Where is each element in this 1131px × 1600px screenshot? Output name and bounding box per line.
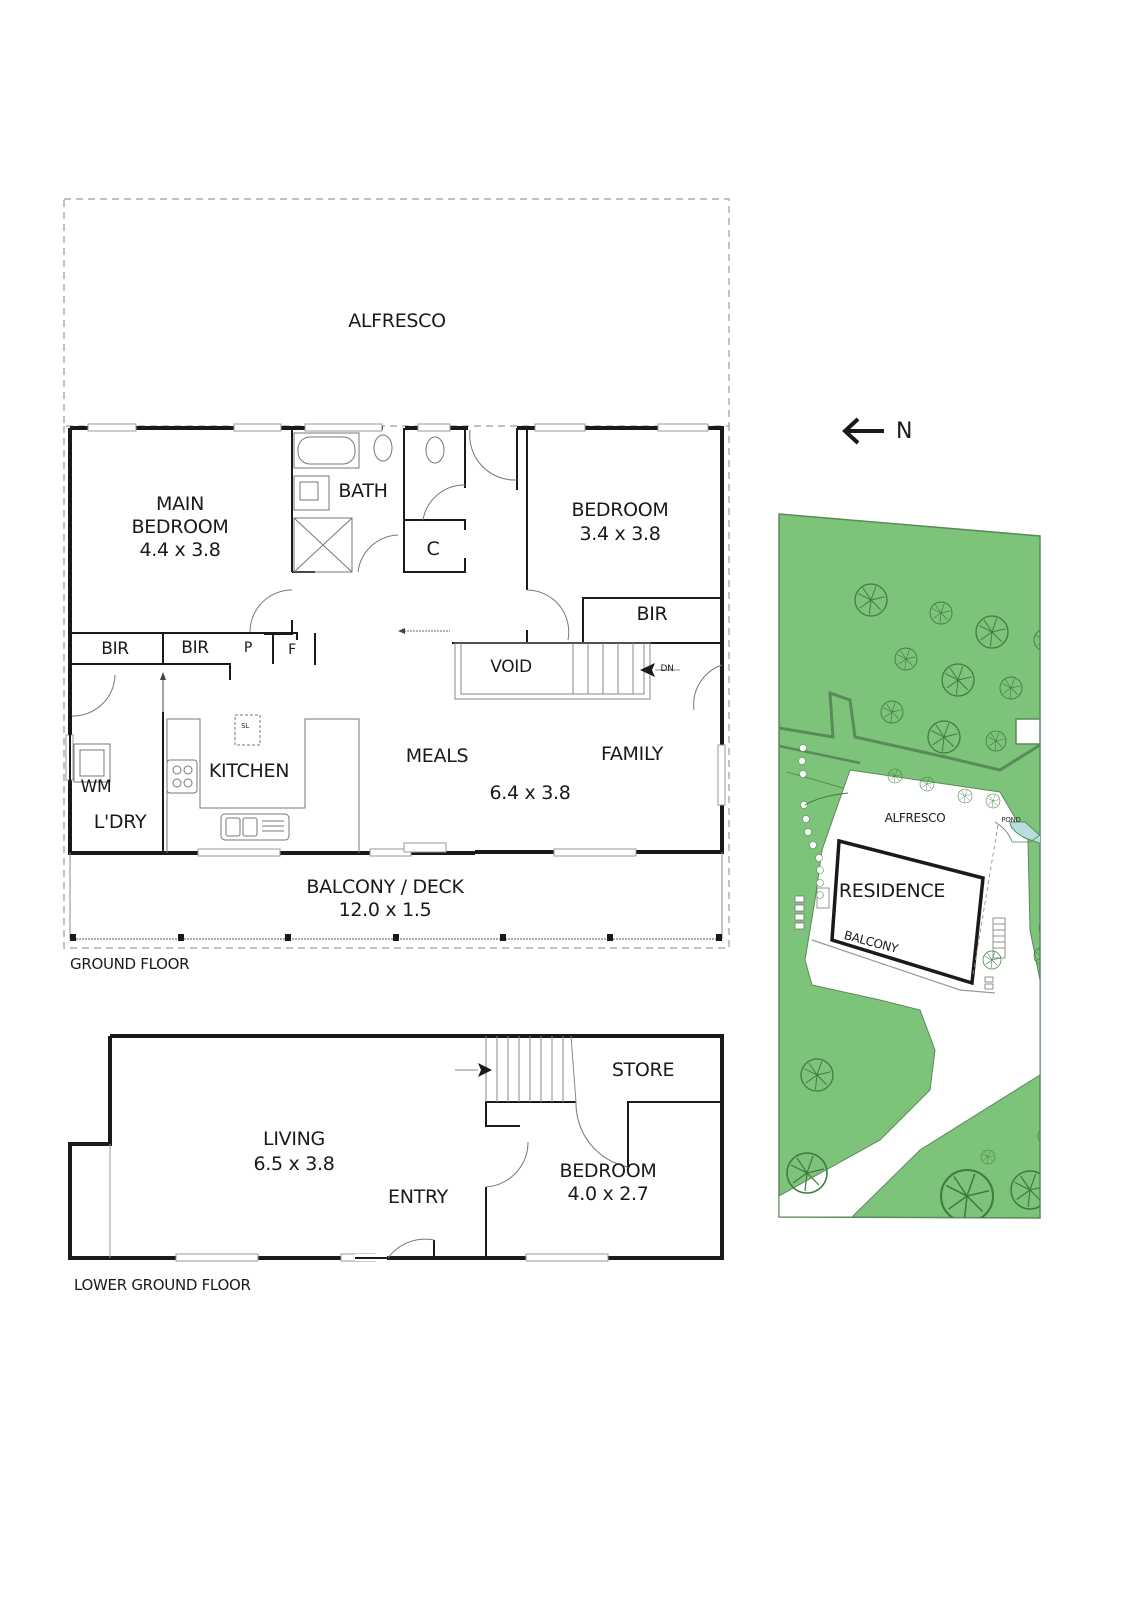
lower-ground-floor-title: LOWER GROUND FLOOR [74, 1276, 251, 1294]
room-label-bir-bedroom: BIR [636, 603, 668, 625]
room-label-main-bedroom-1: MAIN [155, 493, 204, 515]
room-label-balcony: BALCONY / DECK [306, 876, 464, 898]
room-label-main-bedroom-2: BEDROOM [131, 516, 229, 538]
stairs-up-arrow-icon [478, 1063, 492, 1077]
room-label-laundry: L'DRY [93, 811, 147, 833]
site-plan [778, 513, 1041, 1219]
room-label-pantry: P [243, 640, 253, 656]
stairs-down-arrow-icon [640, 663, 655, 677]
ground-floor-title: GROUND FLOOR [70, 955, 190, 973]
room-label-alfresco: ALFRESCO [348, 310, 446, 332]
alfresco-outline [63, 198, 730, 427]
ground-floor-plan [63, 198, 730, 949]
stairs-down-label: DN [660, 664, 674, 674]
room-label-store: STORE [611, 1059, 675, 1081]
room-label-fridge: F [288, 642, 296, 658]
room-dims-meals-family: 6.4 x 3.8 [489, 782, 571, 804]
room-label-bir-2: BIR [181, 638, 209, 658]
stepping-stones [798, 744, 824, 899]
balcony-outline [63, 426, 730, 949]
north-label: N [896, 418, 913, 444]
room-label-lower-bedroom: BEDROOM [559, 1160, 657, 1182]
door-swings [71, 429, 723, 717]
room-label-meals: MEALS [405, 745, 469, 767]
room-label-bedroom: BEDROOM [571, 499, 669, 521]
kitchen-joinery [73, 714, 360, 853]
interior-walls [69, 428, 722, 853]
north-compass: N [840, 416, 912, 446]
north-arrow-icon [842, 417, 884, 445]
room-label-bir-1: BIR [101, 639, 129, 659]
site-label-alfresco: ALFRESCO [884, 811, 946, 825]
washing-machine-label: WM [80, 777, 112, 797]
room-label-family: FAMILY [600, 743, 664, 765]
room-label-bath: BATH [338, 480, 388, 502]
windows-top [87, 423, 709, 432]
room-dims-bedroom: 3.4 x 3.8 [579, 523, 661, 545]
residence-outline [830, 838, 985, 986]
windows-bottom [197, 842, 637, 857]
lower-stairs [455, 1035, 577, 1103]
site-label-pond: POND [1001, 816, 1021, 824]
room-dims-lower-bedroom: 4.0 x 2.7 [567, 1183, 649, 1205]
room-dims-living: 6.5 x 3.8 [253, 1153, 335, 1175]
site-label-residence: RESIDENCE [838, 880, 946, 902]
room-dims-balcony: 12.0 x 1.5 [338, 899, 432, 921]
room-label-void: VOID [490, 657, 532, 677]
room-dims-main-bedroom: 4.4 x 3.8 [139, 539, 221, 561]
exterior-walls [68, 426, 724, 855]
lower-ground-floor-plan [68, 1034, 724, 1262]
pond [1009, 821, 1040, 846]
room-label-wc: C [426, 538, 440, 560]
balcony-posts [70, 934, 722, 941]
room-label-entry: ENTRY [388, 1186, 448, 1208]
room-label-living: LIVING [263, 1128, 325, 1150]
bath-fixtures [293, 432, 445, 573]
room-label-kitchen: KITCHEN [208, 760, 290, 782]
skylight-label: SL [241, 722, 249, 730]
